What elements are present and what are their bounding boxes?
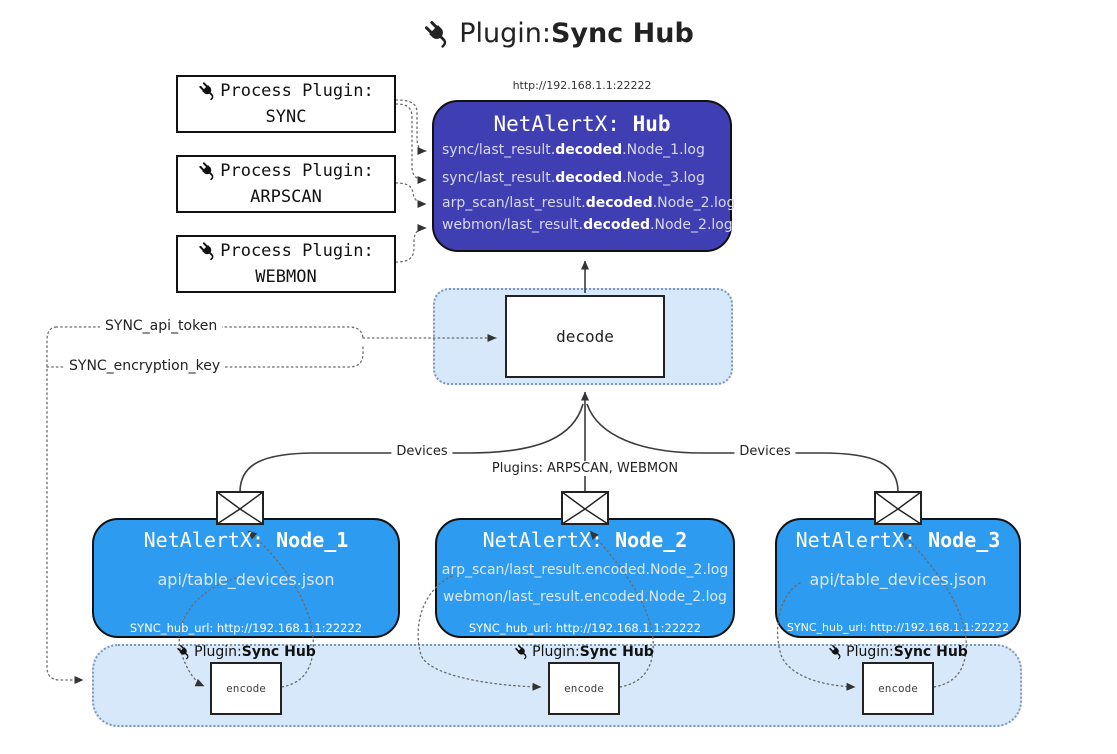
- band-label-prefix: Plugin:: [194, 644, 242, 660]
- heading-text: Process Plugin:: [220, 81, 374, 101]
- log-pre: webmon/last_result.: [442, 217, 584, 233]
- hub-title-prefix: NetAlertX:: [493, 112, 633, 136]
- band-label-name: Sync Hub: [893, 644, 968, 660]
- heading-text: Process Plugin:: [220, 161, 374, 181]
- devices-label-right: Devices: [734, 444, 796, 459]
- node-title-name: Node_2: [615, 528, 688, 552]
- devices-label-left: Devices: [391, 444, 453, 459]
- edge-sync-to-hub: [395, 99, 427, 184]
- hub-url-label: http://192.168.1.1:22222: [512, 79, 652, 92]
- plug-icon: [423, 19, 453, 49]
- sync-api-token-label: SYNC_api_token: [100, 318, 223, 334]
- node-title-name: Node_1: [276, 528, 349, 552]
- plug-icon: [176, 644, 192, 660]
- edge-webmon-to-hub: [395, 224, 427, 263]
- band-plugin-label: Plugin: Sync Hub: [514, 644, 654, 660]
- edge-arpscan-to-hub: [395, 182, 427, 208]
- encode-box: encode: [210, 662, 282, 715]
- process-plugin-heading: Process Plugin:: [198, 238, 374, 264]
- band-label-name: Sync Hub: [241, 644, 316, 660]
- node-title-prefix: NetAlertX:: [143, 528, 277, 552]
- band-label-prefix: Plugin:: [532, 644, 580, 660]
- hub-box: [432, 100, 732, 252]
- band-plugin-label: Plugin: Sync Hub: [828, 644, 968, 660]
- log-mid: decoded: [555, 142, 623, 158]
- node3-hub-url: SYNC_hub_url: http://192.168.1.1:22222: [786, 621, 1010, 634]
- hub-log-line: sync/last_result.decoded.Node_1.log: [442, 142, 728, 162]
- process-plugin-name: SYNC: [265, 107, 307, 127]
- process-plugin-sync: Process Plugin: SYNC: [176, 75, 396, 133]
- hub-log-line: arp_scan/last_result.decoded.Node_2.log: [442, 195, 735, 215]
- heading-text: Process Plugin:: [220, 241, 374, 261]
- decode-box: decode: [505, 295, 665, 378]
- node1-file: api/table_devices.json: [157, 570, 335, 589]
- process-plugin-webmon: Process Plugin: WEBMON: [176, 235, 396, 293]
- node-title-name: Node_3: [928, 528, 1001, 552]
- band-label-name: Sync Hub: [579, 644, 654, 660]
- hub-log-line: sync/last_result.decoded.Node_3.log: [442, 170, 728, 190]
- page-title-prefix: Plugin:: [459, 18, 551, 49]
- process-plugin-name: WEBMON: [255, 267, 317, 287]
- log-mid: decoded: [585, 195, 653, 211]
- page-title: Plugin: Sync Hub: [0, 18, 1117, 49]
- node3-title: NetAlertX: Node_3: [775, 528, 1021, 552]
- plug-icon: [828, 644, 844, 660]
- node2-file: arp_scan/last_result.encoded.Node_2.log: [441, 562, 729, 578]
- node2-hub-url: SYNC_hub_url: http://192.168.1.1:22222: [468, 621, 702, 635]
- node1-hub-url: SYNC_hub_url: http://192.168.1.1:22222: [129, 621, 363, 635]
- process-plugin-heading: Process Plugin:: [198, 158, 374, 184]
- node-title-prefix: NetAlertX:: [482, 528, 616, 552]
- plug-icon: [514, 644, 530, 660]
- sync-encryption-key-label: SYNC_encryption_key: [64, 358, 226, 374]
- log-post: .Node_1.log: [622, 142, 705, 158]
- band-label-prefix: Plugin:: [846, 644, 894, 660]
- plug-icon: [198, 161, 218, 181]
- log-post: .Node_2.log: [650, 217, 733, 233]
- log-post: .Node_2.log: [652, 195, 736, 211]
- plug-icon: [198, 81, 218, 101]
- band-plugin-label: Plugin: Sync Hub: [176, 644, 316, 660]
- plug-icon: [198, 241, 218, 261]
- log-pre: sync/last_result.: [442, 170, 556, 186]
- hub-title: NetAlertX: Hub: [432, 112, 732, 136]
- log-pre: arp_scan/last_result.: [442, 195, 586, 211]
- hub-log-line: webmon/last_result.decoded.Node_2.log: [442, 217, 733, 237]
- process-plugin-arpscan: Process Plugin: ARPSCAN: [176, 155, 396, 213]
- node3-file: api/table_devices.json: [809, 570, 987, 589]
- node2-file: webmon/last_result.encoded.Node_2.log: [443, 589, 727, 605]
- encode-box: encode: [548, 662, 620, 715]
- log-post: .Node_3.log: [622, 170, 705, 186]
- process-plugin-name: ARPSCAN: [250, 187, 322, 207]
- page-title-name: Sync Hub: [550, 18, 694, 49]
- node2-title: NetAlertX: Node_2: [435, 528, 735, 552]
- node1-box: [92, 518, 400, 638]
- node-title-prefix: NetAlertX:: [795, 528, 929, 552]
- log-pre: sync/last_result.: [442, 142, 556, 158]
- node1-title: NetAlertX: Node_1: [92, 528, 400, 552]
- encode-box: encode: [862, 662, 934, 715]
- plugins-label: Plugins: ARPSCAN, WEBMON: [486, 461, 684, 476]
- process-plugin-heading: Process Plugin:: [198, 78, 374, 104]
- edge-envelopes-to-decode: [239, 391, 899, 493]
- log-mid: decoded: [555, 170, 623, 186]
- hub-title-name: Hub: [632, 112, 671, 136]
- log-mid: decoded: [583, 217, 651, 233]
